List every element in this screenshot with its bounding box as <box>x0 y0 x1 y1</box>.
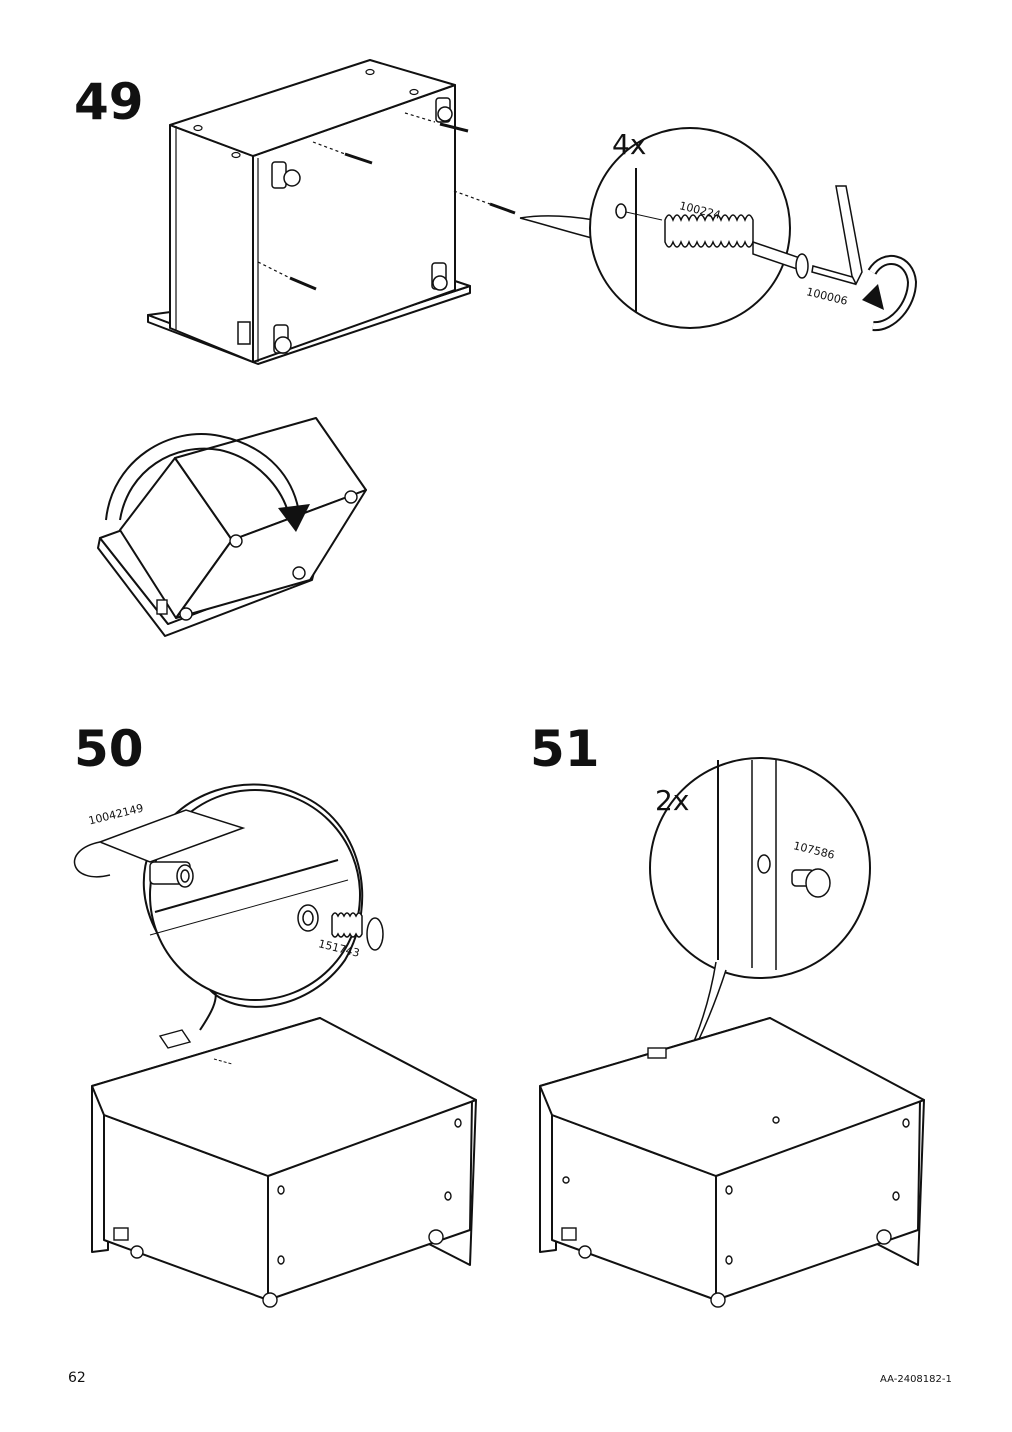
document-code: AA-2408182-1 <box>880 1374 952 1385</box>
step-50-number: 50 <box>74 720 144 778</box>
step-51-quantity: 2x <box>655 784 690 817</box>
step-51-number: 51 <box>530 720 600 778</box>
page-number: 62 <box>68 1370 86 1386</box>
step-49-number: 49 <box>74 73 144 131</box>
step-49-quantity: 4x <box>612 128 647 161</box>
